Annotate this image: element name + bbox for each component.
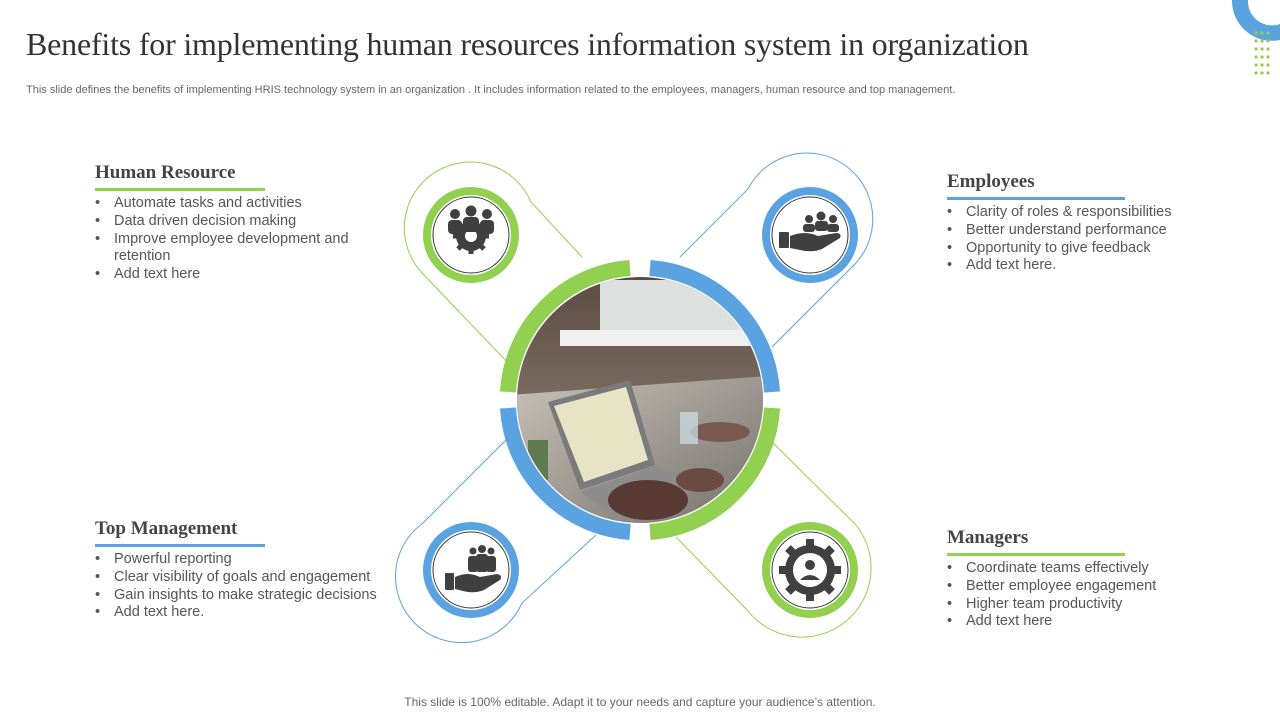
corner-decoration — [1231, 0, 1280, 75]
list-item: Better employee engagement — [947, 578, 1247, 596]
list-item: Clear visibility of goals and engagement — [95, 569, 380, 587]
gear-person-icon — [779, 539, 841, 601]
arc-blue-top-right — [649, 260, 780, 393]
list-item: Better understand performance — [947, 222, 1247, 240]
list-item: Improve employee development and retenti… — [95, 231, 385, 267]
center-photo — [517, 277, 763, 523]
list-item: Coordinate teams effectively — [947, 560, 1247, 578]
page-title: Benefits for implementing human resource… — [26, 26, 1029, 62]
arc-green-top-left — [500, 260, 631, 393]
connector-employees — [679, 152, 874, 348]
benefit-list: Powerful reporting Clear visibility of g… — [95, 551, 380, 622]
list-item: Add text here. — [95, 604, 380, 622]
team-gear-icon — [448, 205, 494, 254]
hand-group-icon — [445, 545, 501, 593]
heading-underline — [947, 553, 1125, 556]
footer-note: This slide is 100% editable. Adapt it to… — [404, 695, 876, 709]
heading-underline — [95, 544, 265, 547]
section-heading: Employees — [947, 171, 1035, 192]
list-item: Add text here. — [947, 257, 1247, 275]
list-item: Higher team productivity — [947, 596, 1247, 614]
list-item: Powerful reporting — [95, 551, 380, 569]
section-top-management: Top Management Powerful reporting Clear … — [95, 518, 395, 622]
arc-blue-bottom-left — [500, 407, 631, 540]
arc-green-bottom-right — [649, 407, 780, 540]
section-heading: Top Management — [95, 518, 238, 539]
benefit-list: Automate tasks and activities Data drive… — [95, 195, 385, 284]
list-item: Opportunity to give feedback — [947, 240, 1247, 258]
section-heading: Human Resource — [95, 162, 236, 183]
heading-underline — [95, 188, 265, 191]
benefit-list: Coordinate teams effectively Better empl… — [947, 560, 1247, 631]
heading-underline — [947, 197, 1125, 200]
hand-team-icon — [779, 211, 841, 252]
section-human-resource: Human Resource Automate tasks and activi… — [95, 162, 385, 284]
list-item: Gain insights to make strategic decision… — [95, 587, 380, 605]
list-item: Clarity of roles & responsibilities — [947, 204, 1247, 222]
section-heading: Managers — [947, 527, 1029, 548]
section-managers: Managers Coordinate teams effectively Be… — [947, 527, 1247, 631]
list-item: Add text here — [95, 266, 385, 284]
connector-hr — [403, 161, 583, 366]
list-item: Automate tasks and activities — [95, 195, 385, 213]
list-item: Add text here — [947, 613, 1247, 631]
connector-top-management — [395, 437, 597, 644]
section-employees: Employees Clarity of roles & responsibil… — [947, 171, 1247, 275]
list-item: Data driven decision making — [95, 213, 385, 231]
benefit-list: Clarity of roles & responsibilities Bett… — [947, 204, 1247, 275]
connector-managers — [675, 441, 872, 638]
page-subtitle: This slide defines the benefits of imple… — [26, 84, 956, 96]
